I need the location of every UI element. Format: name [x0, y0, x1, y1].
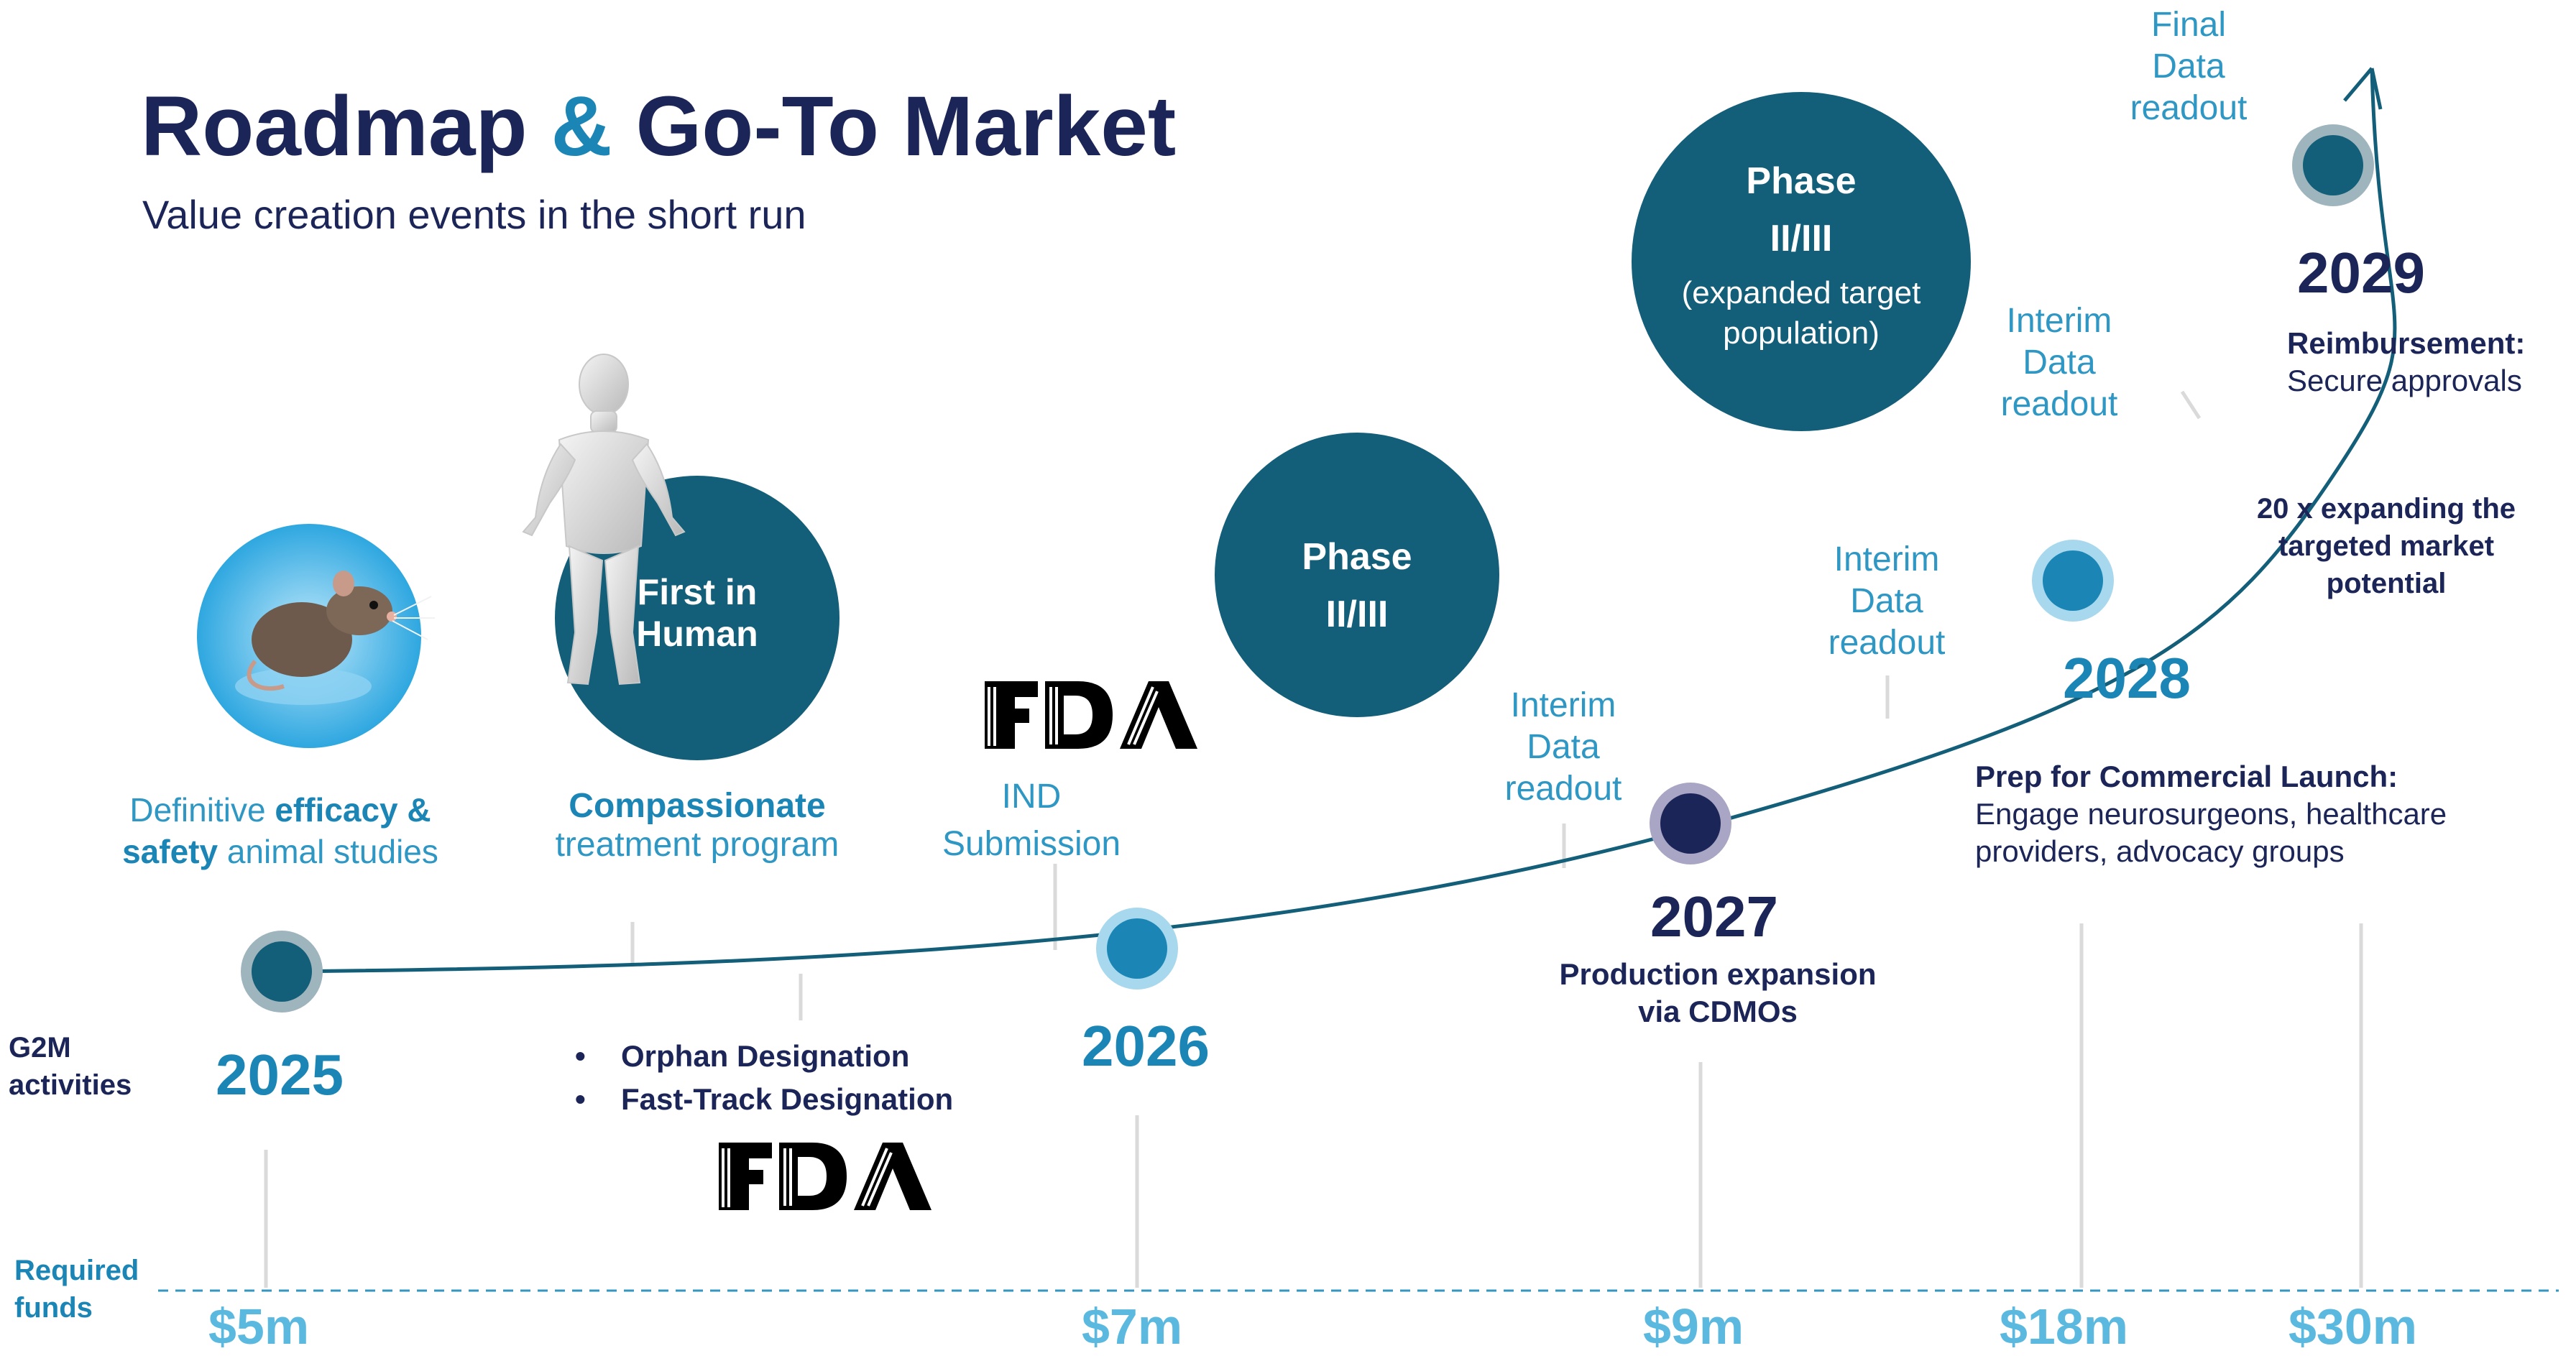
first-in-human-label: First in Human — [636, 572, 758, 654]
marker-2025 — [241, 931, 323, 1013]
arrow-head — [2343, 67, 2383, 110]
fund-2028: $18m — [2000, 1299, 2129, 1355]
compassionate-text: Compassionate treatment program — [555, 787, 840, 864]
interim-readout-1: Interim Data readout — [1504, 686, 1622, 808]
human-illustration — [522, 354, 686, 686]
page-subtitle: Value creation events in the short run — [142, 192, 806, 237]
market-expansion-note: 20 x expanding the targeted market poten… — [2256, 493, 2516, 599]
title-ampersand: & — [551, 79, 612, 174]
animal-studies-text: Definitive efficacy & safety animal stud… — [122, 791, 438, 870]
marker-2029 — [2292, 124, 2374, 206]
g2m-label: G2M activities — [9, 1032, 132, 1101]
rat-illustration — [197, 524, 435, 748]
interim-readout-3: Interim Data readout — [2000, 302, 2118, 423]
ind-submission-text: IND Submission — [942, 778, 1121, 863]
phase-expanded-label: Phase II/III (expanded target population… — [1622, 152, 1981, 354]
marker-2028 — [2032, 540, 2114, 622]
phase-top-line1: Phase — [1746, 160, 1857, 202]
fund-2027: $9m — [1643, 1299, 1744, 1355]
year-2026: 2026 — [1082, 1014, 1210, 1078]
phase-mid-line2: II/III — [1325, 594, 1389, 635]
title-part2: Go-To Market — [635, 79, 1177, 174]
marker-2027 — [1650, 783, 1731, 864]
title-part1: Roadmap — [141, 79, 528, 174]
phase-mid-line1: Phase — [1302, 536, 1412, 578]
fund-2029: $30m — [2288, 1299, 2418, 1355]
phase-top-line3: (expanded target — [1681, 275, 1921, 310]
detail-2029: Reimbursement: Secure approvals — [2287, 326, 2526, 397]
detail-2027: Production expansion via CDMOs — [1559, 957, 1877, 1028]
phase-top-line4: population) — [1723, 315, 1880, 351]
phase-top-line2: II/III — [1770, 218, 1833, 259]
final-readout: Final Data readout — [2130, 6, 2248, 127]
marker-2026 — [1096, 908, 1178, 990]
year-2028: 2028 — [2063, 646, 2191, 710]
phase-mid-label: Phase II/III — [1213, 528, 1501, 643]
fda-logo-ind — [985, 681, 1197, 749]
year-2029: 2029 — [2297, 241, 2425, 305]
required-funds-label: Required funds — [14, 1255, 139, 1324]
designation-item: •Fast-Track Designation — [575, 1082, 954, 1116]
interim-readout-2: Interim Data readout — [1828, 540, 1946, 662]
detail-2028: Prep for Commercial Launch: Engage neuro… — [1975, 760, 2447, 868]
designations-list: •Orphan Designation •Fast-Track Designat… — [575, 1035, 953, 1121]
year-2025: 2025 — [216, 1043, 344, 1107]
connector-lines — [264, 390, 2363, 1288]
fund-2026: $7m — [1082, 1299, 1183, 1355]
year-2027: 2027 — [1650, 885, 1778, 949]
fund-2025: $5m — [208, 1299, 310, 1355]
bubble-phase-expanded — [1632, 92, 1971, 431]
growth-curve — [281, 68, 2397, 974]
page-title: Roadmap & Go-To Market — [141, 78, 1176, 175]
fda-logo-designations — [719, 1143, 932, 1210]
bubble-phase-mid — [1215, 433, 1499, 717]
designation-item: •Orphan Designation — [575, 1039, 910, 1073]
